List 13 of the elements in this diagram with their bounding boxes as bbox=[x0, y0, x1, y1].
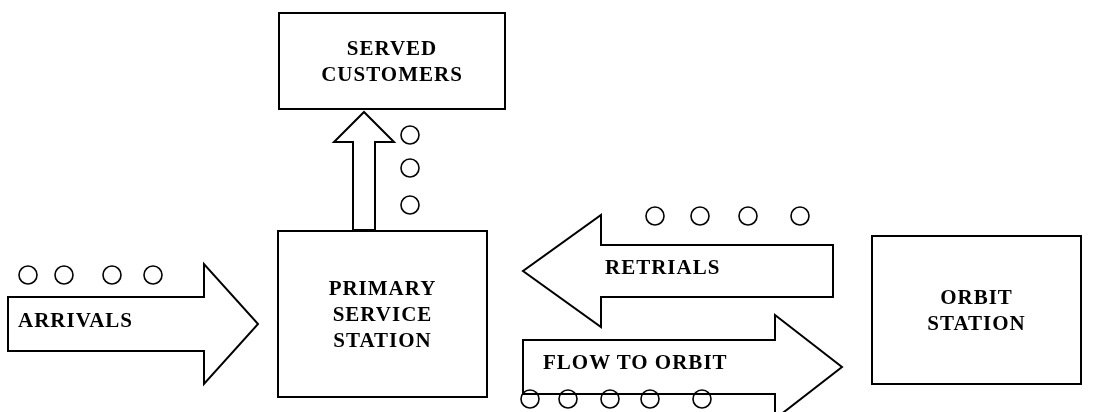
box-label: PRIMARY SERVICE STATION bbox=[327, 274, 438, 354]
edge-label: FLOW TO ORBIT bbox=[543, 350, 728, 375]
block-arrow bbox=[331, 110, 397, 231]
edge-label: RETRIALS bbox=[605, 255, 721, 280]
block-arrow bbox=[521, 213, 834, 329]
block-arrow bbox=[7, 261, 260, 387]
process-box bbox=[277, 230, 488, 398]
process-box bbox=[871, 235, 1082, 385]
box-label: SERVED CUSTOMERS bbox=[320, 34, 464, 88]
box-label: ORBIT STATION bbox=[926, 283, 1027, 337]
block-arrow bbox=[522, 312, 844, 412]
process-box bbox=[278, 12, 506, 110]
edge-label: ARRIVALS bbox=[18, 308, 133, 333]
